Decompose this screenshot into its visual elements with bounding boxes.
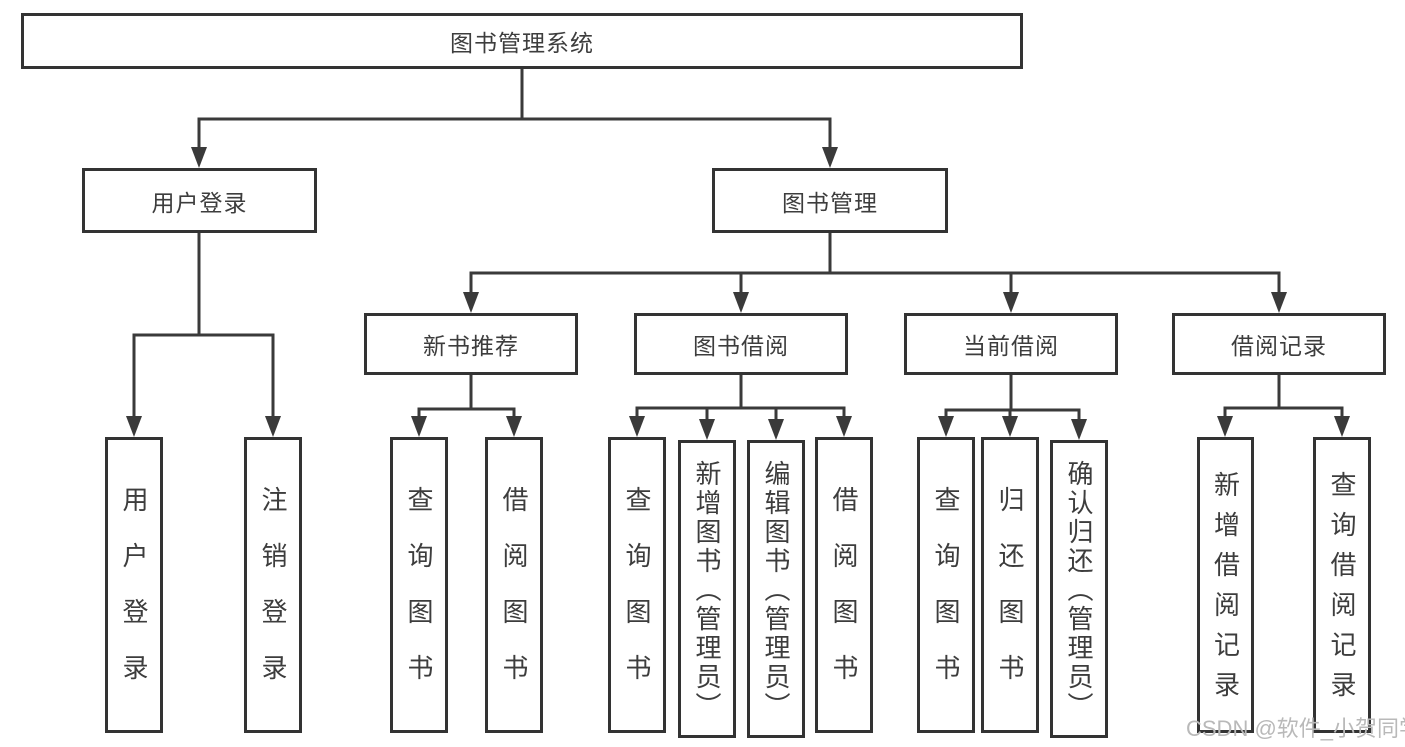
node-borrowing-records: 借阅记录 (1172, 313, 1386, 375)
node-book-borrowing: 图书借阅 (634, 313, 848, 375)
leaf-borrowing-borrow-book: 借阅图书 (815, 437, 873, 733)
node-book-management: 图书管理 (712, 168, 948, 233)
leaf-current-query-book: 查询图书 (917, 437, 975, 733)
node-new-book-recommend-label: 新书推荐 (423, 333, 519, 359)
leaf-return-book: 归还图书 (981, 437, 1039, 733)
leaf-recommend-query-book: 查询图书 (390, 437, 448, 733)
csdn-watermark: CSDN @软件_小贺同学 (1186, 716, 1405, 741)
leaf-confirm-return-admin: 确认归还（管理员） (1050, 440, 1108, 738)
leaf-recommend-borrow-book: 借阅图书 (485, 437, 543, 733)
leaf-confirm-return-admin-label: 确认归还（管理员） (1064, 459, 1094, 721)
leaf-recommend-query-book-label: 查询图书 (404, 486, 434, 710)
node-borrowing-records-label: 借阅记录 (1231, 333, 1327, 359)
node-new-book-recommend: 新书推荐 (364, 313, 578, 375)
leaf-query-borrow-record: 查询借阅记录 (1313, 437, 1371, 733)
node-book-management-label: 图书管理 (782, 189, 878, 216)
leaf-recommend-borrow-book-label: 借阅图书 (499, 486, 529, 710)
leaf-user-login-label: 用户登录 (119, 486, 149, 710)
node-user-login-label: 用户登录 (151, 189, 248, 216)
node-root-label: 图书管理系统 (450, 30, 594, 56)
node-book-borrowing-label: 图书借阅 (693, 333, 789, 359)
leaf-edit-book-admin: 编辑图书（管理员） (747, 440, 805, 738)
leaf-add-book-admin: 新增图书（管理员） (678, 440, 736, 738)
leaf-logout-label: 注销登录 (258, 486, 288, 710)
leaf-logout: 注销登录 (244, 437, 302, 733)
node-current-borrowing-label: 当前借阅 (963, 333, 1059, 359)
leaf-borrowing-borrow-book-label: 借阅图书 (829, 486, 859, 710)
leaf-add-book-admin-label: 新增图书（管理员） (692, 459, 722, 721)
node-current-borrowing: 当前借阅 (904, 313, 1118, 375)
leaf-edit-book-admin-label: 编辑图书（管理员） (761, 459, 791, 721)
leaf-borrowing-query-book-label: 查询图书 (622, 486, 652, 710)
node-user-login: 用户登录 (82, 168, 317, 233)
leaf-add-borrow-record: 新增借阅记录 (1197, 437, 1254, 733)
leaf-query-borrow-record-label: 查询借阅记录 (1327, 471, 1357, 711)
leaf-user-login: 用户登录 (105, 437, 163, 733)
node-root: 图书管理系统 (21, 13, 1023, 69)
leaf-borrowing-query-book: 查询图书 (608, 437, 666, 733)
leaf-return-book-label: 归还图书 (995, 486, 1025, 710)
leaf-current-query-book-label: 查询图书 (931, 486, 961, 710)
leaf-add-borrow-record-label: 新增借阅记录 (1210, 471, 1241, 711)
